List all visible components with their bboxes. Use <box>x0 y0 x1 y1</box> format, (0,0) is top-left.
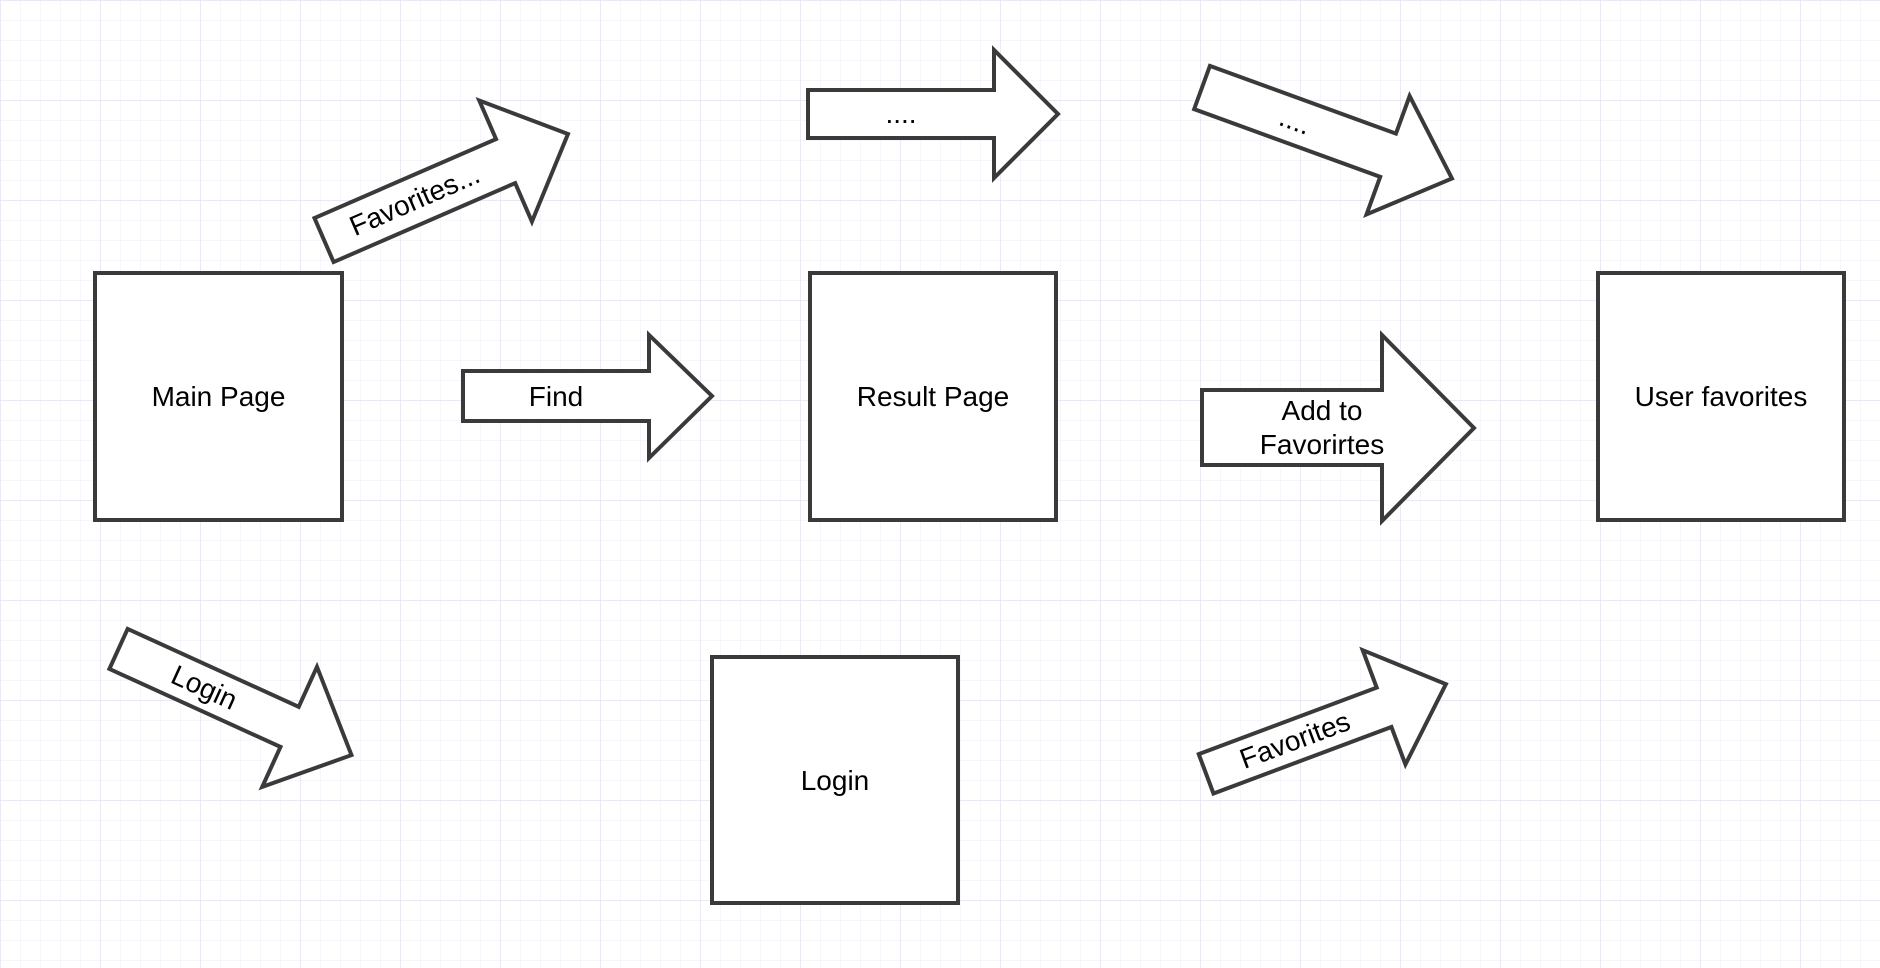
arrow-favorites-more[interactable]: .... <box>1180 28 1473 237</box>
arrow-login[interactable]: Login <box>91 589 379 815</box>
node-main-page[interactable]: Main Page <box>93 271 344 522</box>
node-result-page[interactable]: Result Page <box>808 271 1058 522</box>
arrow-result-more-label: .... <box>885 98 917 130</box>
arrow-login-shape <box>106 626 355 791</box>
node-login-label: Login <box>800 764 870 796</box>
arrow-favorites[interactable]: Favorites <box>1185 627 1468 831</box>
node-login[interactable]: Login <box>710 655 960 905</box>
arrow-result-more[interactable]: .... <box>806 45 1061 183</box>
arrow-find-shape <box>461 330 715 463</box>
arrow-favorites-menu[interactable]: Favorites... <box>298 73 595 300</box>
arrow-find[interactable]: Find <box>461 330 715 463</box>
arrow-favorites-more-shape <box>1191 63 1455 219</box>
node-user-favorites[interactable]: User favorites <box>1596 271 1846 522</box>
arrow-add-to-favorites[interactable]: Add to Favorirtes <box>1200 330 1477 526</box>
arrow-favorites-shape <box>1196 646 1449 797</box>
arrow-add-to-favorites-label: Add to Favorirtes <box>1259 395 1385 460</box>
arrow-find-label: Find <box>528 380 584 412</box>
node-user-favorites-label: User favorites <box>1634 381 1808 412</box>
node-result-page-label: Result Page <box>856 381 1010 412</box>
arrow-result-more-shape <box>806 45 1061 183</box>
node-main-page-label: Main Page <box>151 381 286 412</box>
arrow-add-to-favorites-shape <box>1200 330 1477 526</box>
arrow-favorites-menu-shape <box>311 97 571 265</box>
